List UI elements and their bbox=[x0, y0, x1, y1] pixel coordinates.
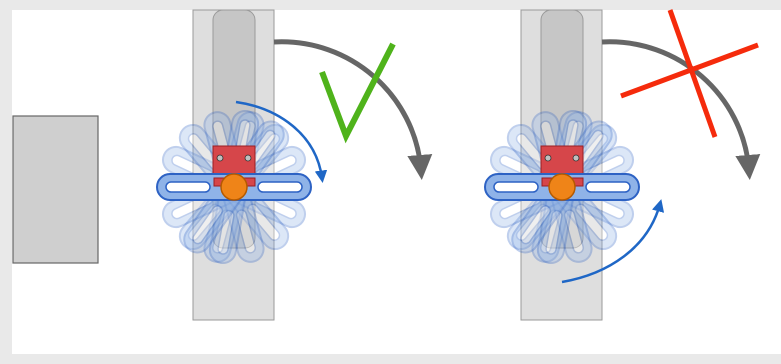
link-slot bbox=[515, 203, 550, 242]
panel-incorrect bbox=[484, 9, 761, 321]
cross-stroke bbox=[620, 42, 759, 99]
check-mark-icon bbox=[319, 42, 396, 144]
link-slot bbox=[165, 181, 211, 193]
link-slot bbox=[493, 181, 539, 193]
pivot-pin bbox=[220, 173, 248, 201]
link-slot bbox=[539, 209, 561, 254]
bracket-screw bbox=[572, 154, 580, 162]
bracket-screw bbox=[244, 154, 252, 162]
panel-correct bbox=[156, 9, 433, 321]
link-slot bbox=[257, 181, 303, 193]
link-slot bbox=[187, 203, 222, 242]
travel-arrow bbox=[601, 39, 761, 180]
link-slot bbox=[211, 209, 233, 254]
swing-direction-arrow bbox=[235, 100, 328, 183]
canvas-background bbox=[12, 10, 781, 354]
bracket-screw bbox=[544, 154, 552, 162]
link-slot bbox=[545, 209, 563, 255]
link-slot bbox=[235, 209, 257, 254]
side-block bbox=[12, 115, 99, 264]
swing-direction-arrow bbox=[561, 199, 665, 284]
link-slot bbox=[520, 205, 552, 245]
link-slot bbox=[192, 205, 224, 245]
link-slot bbox=[217, 209, 235, 255]
cross-mark-icon bbox=[620, 9, 759, 138]
link-slot bbox=[563, 209, 585, 254]
link-slot bbox=[246, 203, 281, 242]
pivot-pin bbox=[548, 173, 576, 201]
bracket-screw bbox=[216, 154, 224, 162]
cross-stroke bbox=[667, 9, 718, 138]
link-slot bbox=[574, 203, 609, 242]
link-slot bbox=[585, 181, 631, 193]
